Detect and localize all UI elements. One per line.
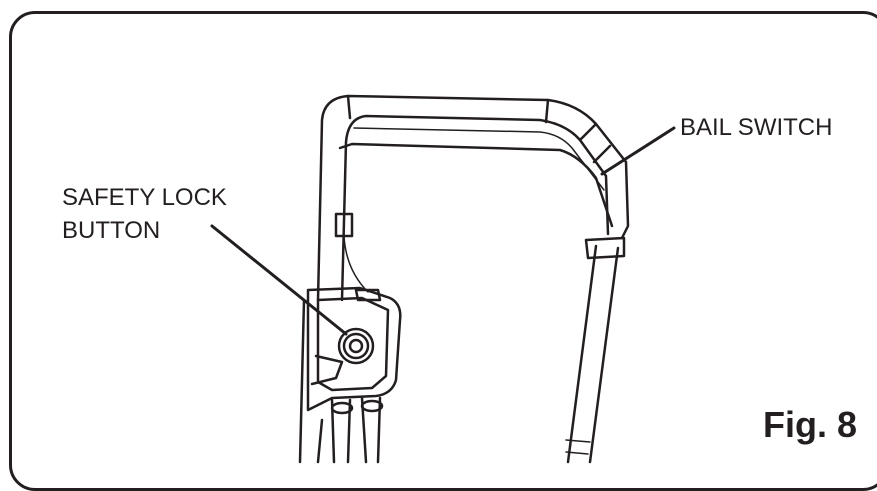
grip-segment-left [346,94,550,124]
grip-segment-right [578,122,612,164]
safety-lock-button-ring [342,332,370,360]
bail-switch-label: BAIL SWITCH [680,114,833,141]
outlet-ring-left [330,401,354,415]
upper-handle-outer [316,94,630,302]
safety-lock-label-line2: BUTTON [62,217,161,244]
bail-switch-leader [600,126,676,176]
bail-switch-bar [338,142,614,228]
cable [343,235,369,293]
outlet-ring-right [360,399,384,413]
right-lower-tube-right [588,246,620,464]
switch-box-facet [310,354,344,386]
cable-clip [334,212,354,238]
upper-handle-inner [340,114,610,302]
switch-box-front [316,296,390,392]
switch-box-knob [354,288,382,302]
cable-outlet-left [330,398,352,464]
cable-outlet-right [360,396,382,464]
figure-number: Fig. 8 [762,404,857,445]
switch-box-outer [306,286,402,412]
mower-handle-illustration [210,94,676,464]
right-tube-end [565,439,591,455]
handle-inner-rail [353,127,605,191]
right-tube-clamp [584,236,626,260]
safety-lock-leader [210,224,348,336]
figure-canvas: SAFETY LOCK BUTTON BAIL SWITCH Fig. 8 [9,11,877,491]
left-lower-tube [298,298,324,464]
safety-lock-button-outer [337,327,375,365]
safety-lock-button-core [348,338,364,354]
safety-lock-label-line1: SAFETY LOCK [62,184,227,211]
right-lower-tube-left [566,244,598,464]
